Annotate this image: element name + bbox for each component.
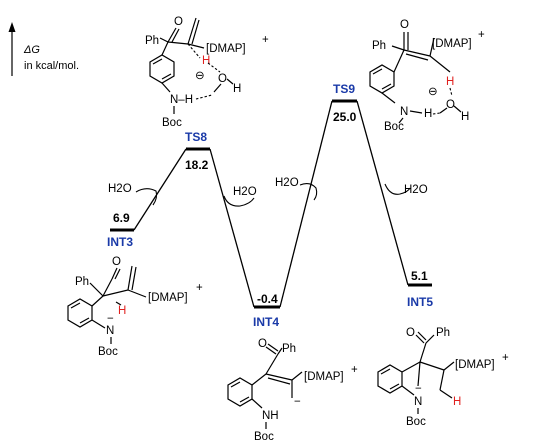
ts8-minus: ⊖ — [195, 70, 205, 82]
ts8-transferring-h: H — [202, 55, 210, 67]
ts9-n: N — [400, 106, 408, 118]
water-label-a: H2O — [108, 183, 132, 195]
ts9-h: H — [424, 108, 432, 120]
path-int3-ts8 — [133, 148, 187, 231]
curved-arrow-icon — [135, 188, 158, 206]
ts9-dmap: [DMAP] — [432, 38, 472, 50]
ts9-o: O — [400, 19, 409, 31]
ts8-nh: N–H — [170, 94, 193, 106]
int4-dmap: [DMAP] — [304, 371, 344, 383]
int5-h: H — [453, 396, 461, 408]
axis-unit: in kcal/mol. — [24, 60, 79, 72]
curved-arrow-icon — [299, 182, 318, 201]
int4-ph: Ph — [282, 343, 296, 355]
energy-ts9: 25.0 — [333, 110, 357, 124]
water-label-b: H2O — [233, 186, 257, 198]
structure-ts9: Ph O [DMAP] + H ⊖ O H N H Boc — [369, 19, 485, 133]
structure-int4: O Ph [DMAP] + − NH Boc — [227, 338, 358, 443]
ts9-charge: + — [478, 29, 485, 41]
water-label-c: H2O — [275, 177, 299, 189]
ts8-dmap: [DMAP] — [206, 43, 246, 55]
int5-dmap: [DMAP] — [455, 359, 495, 371]
ts8-water-h: H — [233, 83, 241, 95]
energy-int4: -0.4 — [257, 292, 278, 306]
water-addition-c: H2O — [275, 177, 318, 201]
int3-h: H — [118, 305, 126, 317]
int3-n: N — [106, 325, 114, 337]
energy-int5: 5.1 — [411, 269, 428, 283]
energy-axis: ΔG in kcal/mol. — [8, 22, 79, 76]
path-int4-ts9 — [279, 100, 333, 308]
int3-charge: + — [196, 282, 203, 294]
water-label-d: H2O — [404, 184, 428, 196]
axis-arrowhead-icon — [8, 22, 16, 32]
int4-boc: Boc — [254, 431, 274, 443]
int5-n: N — [414, 396, 422, 408]
curved-arrow-icon — [384, 183, 411, 195]
ts9-minus: ⊖ — [428, 86, 438, 98]
int3-ph: Ph — [75, 276, 89, 288]
int5-ph: Ph — [436, 327, 450, 339]
ts9-ph: Ph — [372, 40, 386, 52]
int5-neg: − — [415, 383, 422, 395]
energy-profile — [110, 99, 432, 309]
int3-dmap: [DMAP] — [148, 292, 188, 304]
curved-arrow-icon — [223, 195, 255, 207]
ts9-water-h: H — [461, 111, 469, 123]
state-label-int4: INT4 — [253, 315, 279, 329]
energy-ts8: 18.2 — [185, 158, 209, 172]
path-ts9-int5 — [356, 100, 409, 286]
int5-boc: Boc — [406, 416, 426, 428]
int5-o: O — [406, 327, 415, 339]
state-label-int3: INT3 — [107, 235, 133, 249]
structure-int3: Ph O [DMAP] + H N − Boc — [67, 256, 203, 358]
water-release-d: H2O — [384, 183, 428, 196]
int4-o: O — [258, 338, 267, 350]
state-label-ts9: TS9 — [333, 82, 355, 96]
ts9-water-o: O — [446, 99, 455, 111]
int4-nh: NH — [262, 410, 279, 422]
state-label-int5: INT5 — [407, 295, 433, 309]
axis-symbol: ΔG — [23, 44, 40, 56]
int3-boc: Boc — [98, 346, 118, 358]
int5-charge: + — [502, 352, 509, 364]
water-addition-a: H2O — [108, 183, 158, 206]
state-label-ts8: TS8 — [185, 130, 207, 144]
int3-o: O — [112, 256, 121, 268]
int3-neg: − — [107, 313, 114, 325]
ts9-boc: Boc — [384, 121, 404, 133]
ts8-o: O — [174, 16, 183, 28]
ts8-water-o: O — [218, 73, 227, 85]
energy-int3: 6.9 — [113, 211, 130, 225]
benzene-ring — [369, 64, 395, 94]
ts9-transferring-h: H — [446, 76, 454, 88]
int4-neg: − — [294, 396, 301, 408]
structure-ts8: Ph O [DMAP] + H ⊖ O H N–H Boc — [145, 16, 269, 129]
ts8-charge: + — [262, 34, 269, 46]
structure-int5: O Ph [DMAP] + H N − Boc — [377, 327, 509, 428]
water-release-b: H2O — [223, 186, 257, 207]
int4-charge: + — [351, 364, 358, 376]
ts8-boc: Boc — [162, 117, 182, 129]
ts8-ph: Ph — [145, 35, 159, 47]
path-ts8-int4 — [209, 148, 255, 308]
